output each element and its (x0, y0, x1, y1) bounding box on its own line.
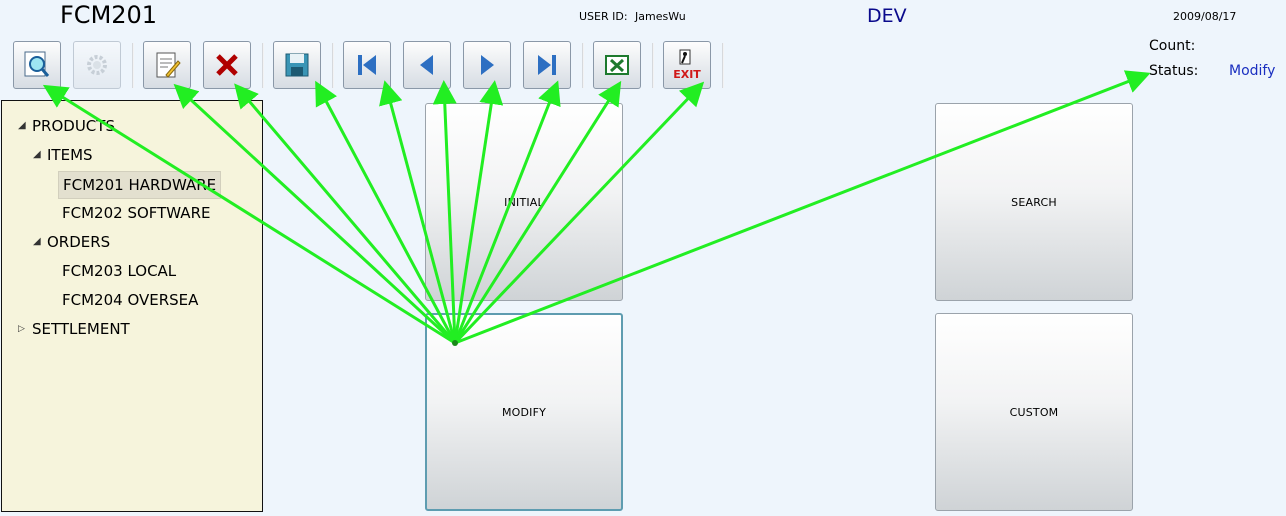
status-value: Modify (1229, 63, 1276, 79)
collapsed-arrow-icon[interactable]: ▷ (18, 324, 25, 334)
last-record-button[interactable] (523, 41, 571, 89)
red-x-icon (216, 54, 238, 76)
expanded-arrow-icon[interactable]: ◢ (33, 236, 41, 247)
floppy-disk-icon (285, 53, 309, 77)
tree-node-products[interactable]: ◢ PRODUCTS (18, 113, 115, 139)
last-record-icon (538, 55, 556, 75)
tree-node-label: ITEMS (47, 146, 93, 164)
first-record-icon (358, 55, 376, 75)
modify-mode-button[interactable]: MODIFY (425, 313, 623, 511)
tree-node-fcm201[interactable]: FCM201 HARDWARE (58, 171, 222, 199)
expanded-arrow-icon[interactable]: ◢ (33, 149, 41, 160)
export-excel-button[interactable] (593, 41, 641, 89)
tree-node-label: SETTLEMENT (32, 320, 130, 338)
annotation-arrow (234, 83, 457, 344)
query-button[interactable] (13, 41, 61, 89)
tree-node-settlement[interactable]: ▷ SETTLEMENT (18, 316, 130, 342)
tree-node-fcm204[interactable]: FCM204 OVERSEA (62, 287, 198, 313)
tree-node-orders[interactable]: ◢ ORDERS (33, 229, 110, 255)
tree-node-fcm202[interactable]: FCM202 SOFTWARE (62, 200, 210, 226)
settings-button[interactable] (73, 41, 121, 89)
tree-node-label: PRODUCTS (32, 117, 115, 135)
environment-label: DEV (867, 5, 907, 27)
notepad-pencil-icon (156, 52, 181, 78)
exit-button[interactable]: EXIT (663, 41, 711, 89)
tree-node-label: FCM204 OVERSEA (62, 291, 199, 309)
date-display: 2009/08/17 (1173, 10, 1237, 23)
tree-node-items[interactable]: ◢ ITEMS (33, 142, 93, 168)
previous-arrow-icon (420, 55, 433, 75)
next-button[interactable] (463, 41, 511, 89)
exit-icon: EXIT (673, 49, 701, 81)
tree-node-label: FCM201 HARDWARE (63, 176, 217, 194)
count-label: Count: (1149, 38, 1196, 54)
initial-mode-button[interactable]: INITIAL (425, 103, 623, 301)
navigation-tree: ◢ PRODUCTS ◢ ITEMS FCM201 HARDWARE FCM20… (1, 100, 263, 512)
expanded-arrow-icon[interactable]: ◢ (18, 120, 26, 131)
custom-mode-button[interactable]: CUSTOM (935, 313, 1133, 511)
exit-icon-label: EXIT (673, 68, 701, 81)
previous-button[interactable] (403, 41, 451, 89)
user-id-value: JamesWu (635, 10, 686, 23)
tree-node-fcm203[interactable]: FCM203 LOCAL (62, 258, 176, 284)
user-id-label: USER ID: (579, 10, 628, 23)
tree-node-label: ORDERS (47, 233, 111, 251)
next-arrow-icon (481, 55, 494, 75)
user-id-display: USER ID: JamesWu (579, 10, 686, 23)
tree-node-label: FCM202 SOFTWARE (62, 204, 211, 222)
status-label: Status: (1149, 63, 1199, 79)
tree-node-label: FCM203 LOCAL (62, 262, 177, 280)
first-record-button[interactable] (343, 41, 391, 89)
gear-icon (87, 55, 107, 75)
search-mode-button[interactable]: SEARCH (935, 103, 1133, 301)
edit-button[interactable] (143, 41, 191, 89)
magnifier-icon (24, 51, 50, 77)
delete-button[interactable] (203, 41, 251, 89)
excel-icon (605, 55, 629, 75)
app-title: FCM201 (60, 1, 158, 29)
save-button[interactable] (273, 41, 321, 89)
